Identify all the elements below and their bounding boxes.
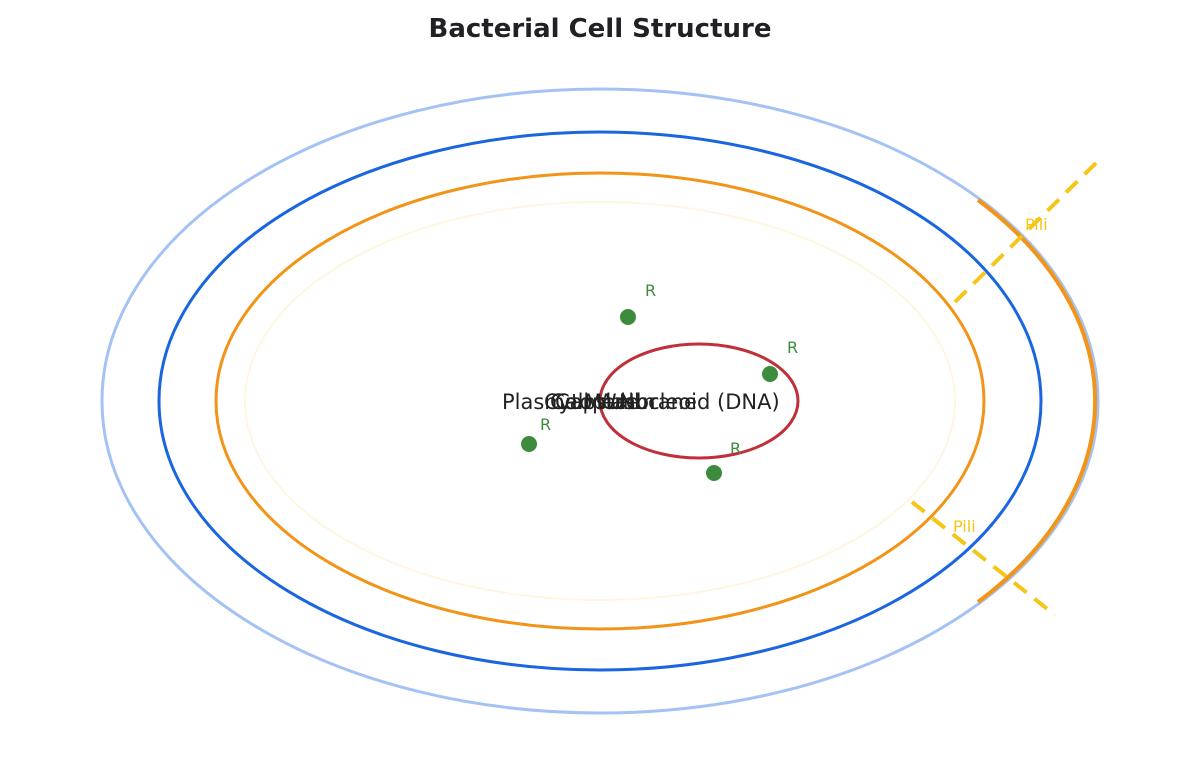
ribosome	[521, 436, 537, 452]
capsule-outline	[100, 87, 1100, 715]
flagellum-arc	[976, 198, 1098, 604]
ribosome	[762, 366, 778, 382]
pilus-lower	[910, 500, 1057, 617]
ribosome-label: R	[645, 281, 656, 300]
pilus-upper	[953, 160, 1099, 304]
ribosome-label: R	[787, 338, 798, 357]
pilus-lower-label: Pili	[953, 517, 976, 536]
nucleoid-outline	[598, 342, 800, 460]
cytoplasm-outline	[244, 201, 956, 601]
ribosome-label: R	[730, 439, 741, 458]
diagram-title: Bacterial Cell Structure	[428, 14, 772, 44]
plasma-membrane-outline	[214, 171, 986, 631]
pilus-upper-label: Pili	[1025, 215, 1048, 234]
cell-wall-outline	[157, 130, 1043, 672]
ribosome	[620, 309, 636, 325]
capsule-label: Capsule	[555, 390, 639, 414]
ribosome	[706, 465, 722, 481]
plasma-membrane-label: Plasma Membrane	[502, 390, 697, 414]
cell-wall-label: Cell Wall	[550, 390, 640, 414]
cytoplasm-label: Cytoplasm	[544, 390, 656, 414]
ribosome-label: R	[540, 415, 551, 434]
nucleoid-label: Nucleoid (DNA)	[619, 390, 780, 414]
